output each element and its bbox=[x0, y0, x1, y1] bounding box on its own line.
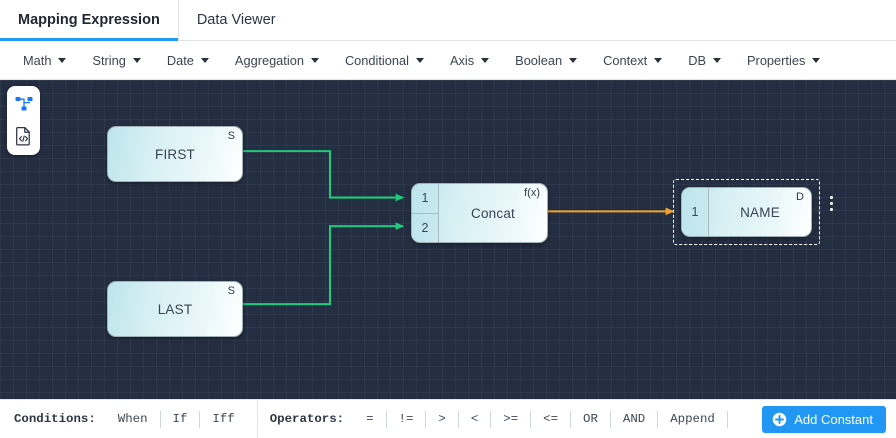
menu-item-label: Date bbox=[166, 52, 194, 68]
mapping-canvas[interactable]: FIRST S LAST S 1 2 Concat f(x) bbox=[0, 80, 896, 399]
chevron-down-icon bbox=[415, 57, 424, 63]
operator-greater-equals[interactable]: >= bbox=[503, 412, 519, 426]
menu-item-boolean[interactable]: Boolean bbox=[502, 41, 590, 79]
chevron-down-icon bbox=[132, 57, 141, 63]
divider bbox=[530, 410, 532, 428]
edge-first-to-concat[interactable] bbox=[243, 150, 405, 202]
node-concat[interactable]: 1 2 Concat f(x) bbox=[411, 183, 548, 243]
expression-toolbar: Conditions: When If Iff Operators: = != … bbox=[0, 399, 896, 438]
menu-item-string[interactable]: String bbox=[79, 41, 153, 79]
chevron-down-icon bbox=[310, 57, 319, 63]
menu-item-date[interactable]: Date bbox=[154, 41, 222, 79]
menu-item-properties[interactable]: Properties bbox=[734, 41, 833, 79]
dot bbox=[830, 207, 834, 212]
menu-item-db[interactable]: DB bbox=[675, 41, 734, 79]
chevron-down-icon bbox=[200, 57, 209, 63]
divider bbox=[657, 410, 659, 428]
dot bbox=[830, 196, 834, 200]
chevron-down-icon bbox=[654, 57, 663, 63]
node-body: LAST S bbox=[108, 282, 242, 336]
function-category-menubar: Math String Date Aggregation Conditional… bbox=[0, 41, 896, 80]
chevron-down-icon bbox=[812, 57, 821, 63]
code-document-icon[interactable] bbox=[12, 124, 36, 148]
graph-nodes-icon[interactable] bbox=[12, 92, 36, 116]
tab-mapping-expression[interactable]: Mapping Expression bbox=[0, 0, 179, 41]
operator-less-than[interactable]: < bbox=[470, 412, 479, 426]
chevron-down-icon bbox=[569, 57, 578, 63]
menu-item-axis[interactable]: Axis bbox=[437, 41, 502, 79]
edge-last-to-concat[interactable] bbox=[243, 222, 405, 306]
node-body: FIRST S bbox=[108, 127, 242, 181]
menu-item-conditional[interactable]: Conditional bbox=[332, 41, 437, 79]
operator-append[interactable]: Append bbox=[670, 412, 715, 426]
conditions-group: Conditions: When If Iff bbox=[14, 400, 247, 438]
input-port-2[interactable]: 2 bbox=[412, 212, 438, 243]
divider bbox=[159, 410, 161, 428]
divider bbox=[457, 410, 459, 428]
menu-item-math[interactable]: Math bbox=[10, 41, 79, 79]
menu-item-label: Boolean bbox=[515, 52, 563, 68]
divider bbox=[490, 410, 492, 428]
node-label: NAME bbox=[740, 204, 780, 220]
menu-item-label: String bbox=[92, 52, 126, 68]
condition-iff[interactable]: Iff bbox=[212, 412, 235, 426]
operator-less-equals[interactable]: <= bbox=[543, 412, 559, 426]
node-type-badge: f(x) bbox=[524, 187, 540, 199]
divider bbox=[726, 410, 728, 428]
operators-group: Operators: = != > < >= <= OR AND Append bbox=[270, 400, 728, 438]
tab-data-viewer[interactable]: Data Viewer bbox=[179, 0, 294, 40]
add-constant-button[interactable]: Add Constant bbox=[762, 405, 886, 433]
menu-item-label: Conditional bbox=[344, 52, 409, 68]
divider bbox=[425, 410, 427, 428]
node-options-menu-icon[interactable] bbox=[830, 196, 834, 212]
chevron-down-icon bbox=[713, 57, 722, 63]
operator-or[interactable]: OR bbox=[583, 412, 598, 426]
add-constant-label: Add Constant bbox=[794, 411, 873, 427]
operator-greater-than[interactable]: > bbox=[438, 412, 446, 426]
menu-item-label: Aggregation bbox=[234, 52, 304, 68]
input-port-1[interactable]: 1 bbox=[691, 205, 699, 219]
divider bbox=[609, 410, 611, 428]
operators-label: Operators: bbox=[269, 412, 345, 426]
condition-when[interactable]: When bbox=[117, 412, 148, 426]
condition-if[interactable]: If bbox=[172, 412, 188, 426]
divider bbox=[385, 410, 387, 428]
tab-bar: Mapping Expression Data Viewer bbox=[0, 0, 896, 41]
group-divider bbox=[256, 400, 258, 438]
node-first[interactable]: FIRST S bbox=[107, 126, 243, 182]
node-last[interactable]: LAST S bbox=[107, 281, 243, 337]
node-input-ports: 1 2 bbox=[412, 184, 439, 242]
chevron-down-icon bbox=[481, 57, 490, 63]
operator-and[interactable]: AND bbox=[622, 412, 646, 426]
operator-equals[interactable]: = bbox=[366, 412, 374, 426]
node-label: LAST bbox=[157, 301, 193, 317]
conditions-label: Conditions: bbox=[14, 412, 96, 426]
dot bbox=[830, 201, 834, 206]
node-body: NAME D bbox=[709, 188, 811, 236]
menu-item-label: Math bbox=[23, 52, 52, 68]
node-type-badge: D bbox=[796, 191, 804, 203]
chevron-down-icon bbox=[58, 57, 67, 63]
tab-label: Mapping Expression bbox=[18, 12, 160, 28]
divider bbox=[570, 410, 572, 428]
menu-item-label: Properties bbox=[747, 52, 806, 68]
menu-item-aggregation[interactable]: Aggregation bbox=[222, 41, 332, 79]
plus-circle-icon bbox=[772, 412, 787, 427]
node-name[interactable]: 1 NAME D bbox=[681, 187, 812, 237]
canvas-tool-dock bbox=[7, 86, 40, 155]
node-label: Concat bbox=[471, 205, 515, 221]
node-type-badge: S bbox=[227, 285, 235, 297]
node-label: FIRST bbox=[155, 146, 195, 162]
menu-item-label: DB bbox=[688, 52, 707, 68]
divider bbox=[199, 410, 201, 428]
node-input-ports: 1 bbox=[682, 188, 709, 236]
node-body: Concat f(x) bbox=[439, 184, 547, 242]
tab-label: Data Viewer bbox=[196, 12, 276, 28]
menu-item-label: Axis bbox=[449, 52, 475, 68]
menu-item-label: Context bbox=[603, 52, 648, 68]
menu-item-context[interactable]: Context bbox=[590, 41, 675, 79]
input-port-1[interactable]: 1 bbox=[421, 191, 429, 206]
operator-not-equals[interactable]: != bbox=[398, 412, 414, 426]
node-type-badge: S bbox=[227, 130, 235, 142]
